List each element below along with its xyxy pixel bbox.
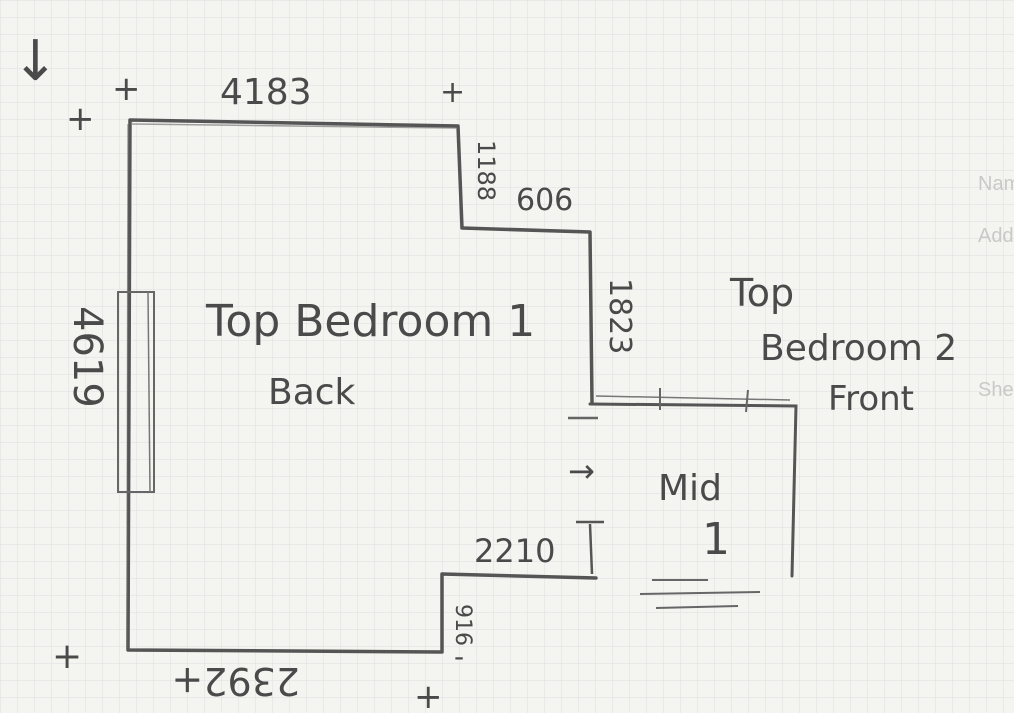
dimension-right-vertical: 1823 [602, 278, 637, 354]
lower-step-end-bar [588, 523, 594, 575]
room-label-bedroom-2: Bedroom 2 [760, 328, 957, 369]
arrow-mark: ↓ [12, 29, 59, 94]
mid-1-double-line [595, 395, 791, 401]
mid-1-tick-2 [745, 389, 749, 413]
dimension-lower-step-dash: - [454, 640, 464, 673]
margin-text-name: Nam [978, 173, 1014, 195]
dimension-step-horizontal: 606 [516, 183, 573, 218]
dimension-bottom: 2392+ [171, 659, 300, 703]
dimension-lower-step-vertical: 916 [450, 604, 475, 646]
margin-text-address: Add [978, 225, 1014, 247]
mid-1-outline [588, 402, 798, 578]
ground-lines [639, 579, 761, 609]
dimension-step-vertical: 1188 [472, 140, 500, 201]
plus-mark-bottom-right: + [414, 677, 443, 713]
bedroom-1-outline [126, 118, 598, 654]
dimension-top: 4183 [220, 72, 312, 113]
plus-mark-top-left-2: + [66, 99, 95, 139]
plus-mark-top-right: + [440, 75, 465, 110]
room-label-top: Top [729, 271, 794, 315]
window-left-wall [117, 291, 155, 493]
room-sublabel-back: Back [268, 372, 356, 413]
room-sublabel-front: Front [828, 379, 914, 419]
dimension-left: 4619 [64, 306, 110, 408]
room-label-top-bedroom-1: Top Bedroom 1 [205, 296, 535, 347]
dimension-lower-step-horizontal: 2210 [474, 532, 555, 570]
margin-text-she: She [978, 379, 1014, 401]
flow-arrow: → [568, 452, 595, 490]
bedroom-1-outline-overdraw [126, 123, 457, 649]
plus-mark-top-left: + [112, 69, 141, 109]
room-number-1: 1 [702, 514, 730, 565]
room-label-mid: Mid [658, 468, 722, 509]
window-pane-line [147, 291, 151, 493]
plus-mark-bottom-left: + [52, 636, 82, 677]
